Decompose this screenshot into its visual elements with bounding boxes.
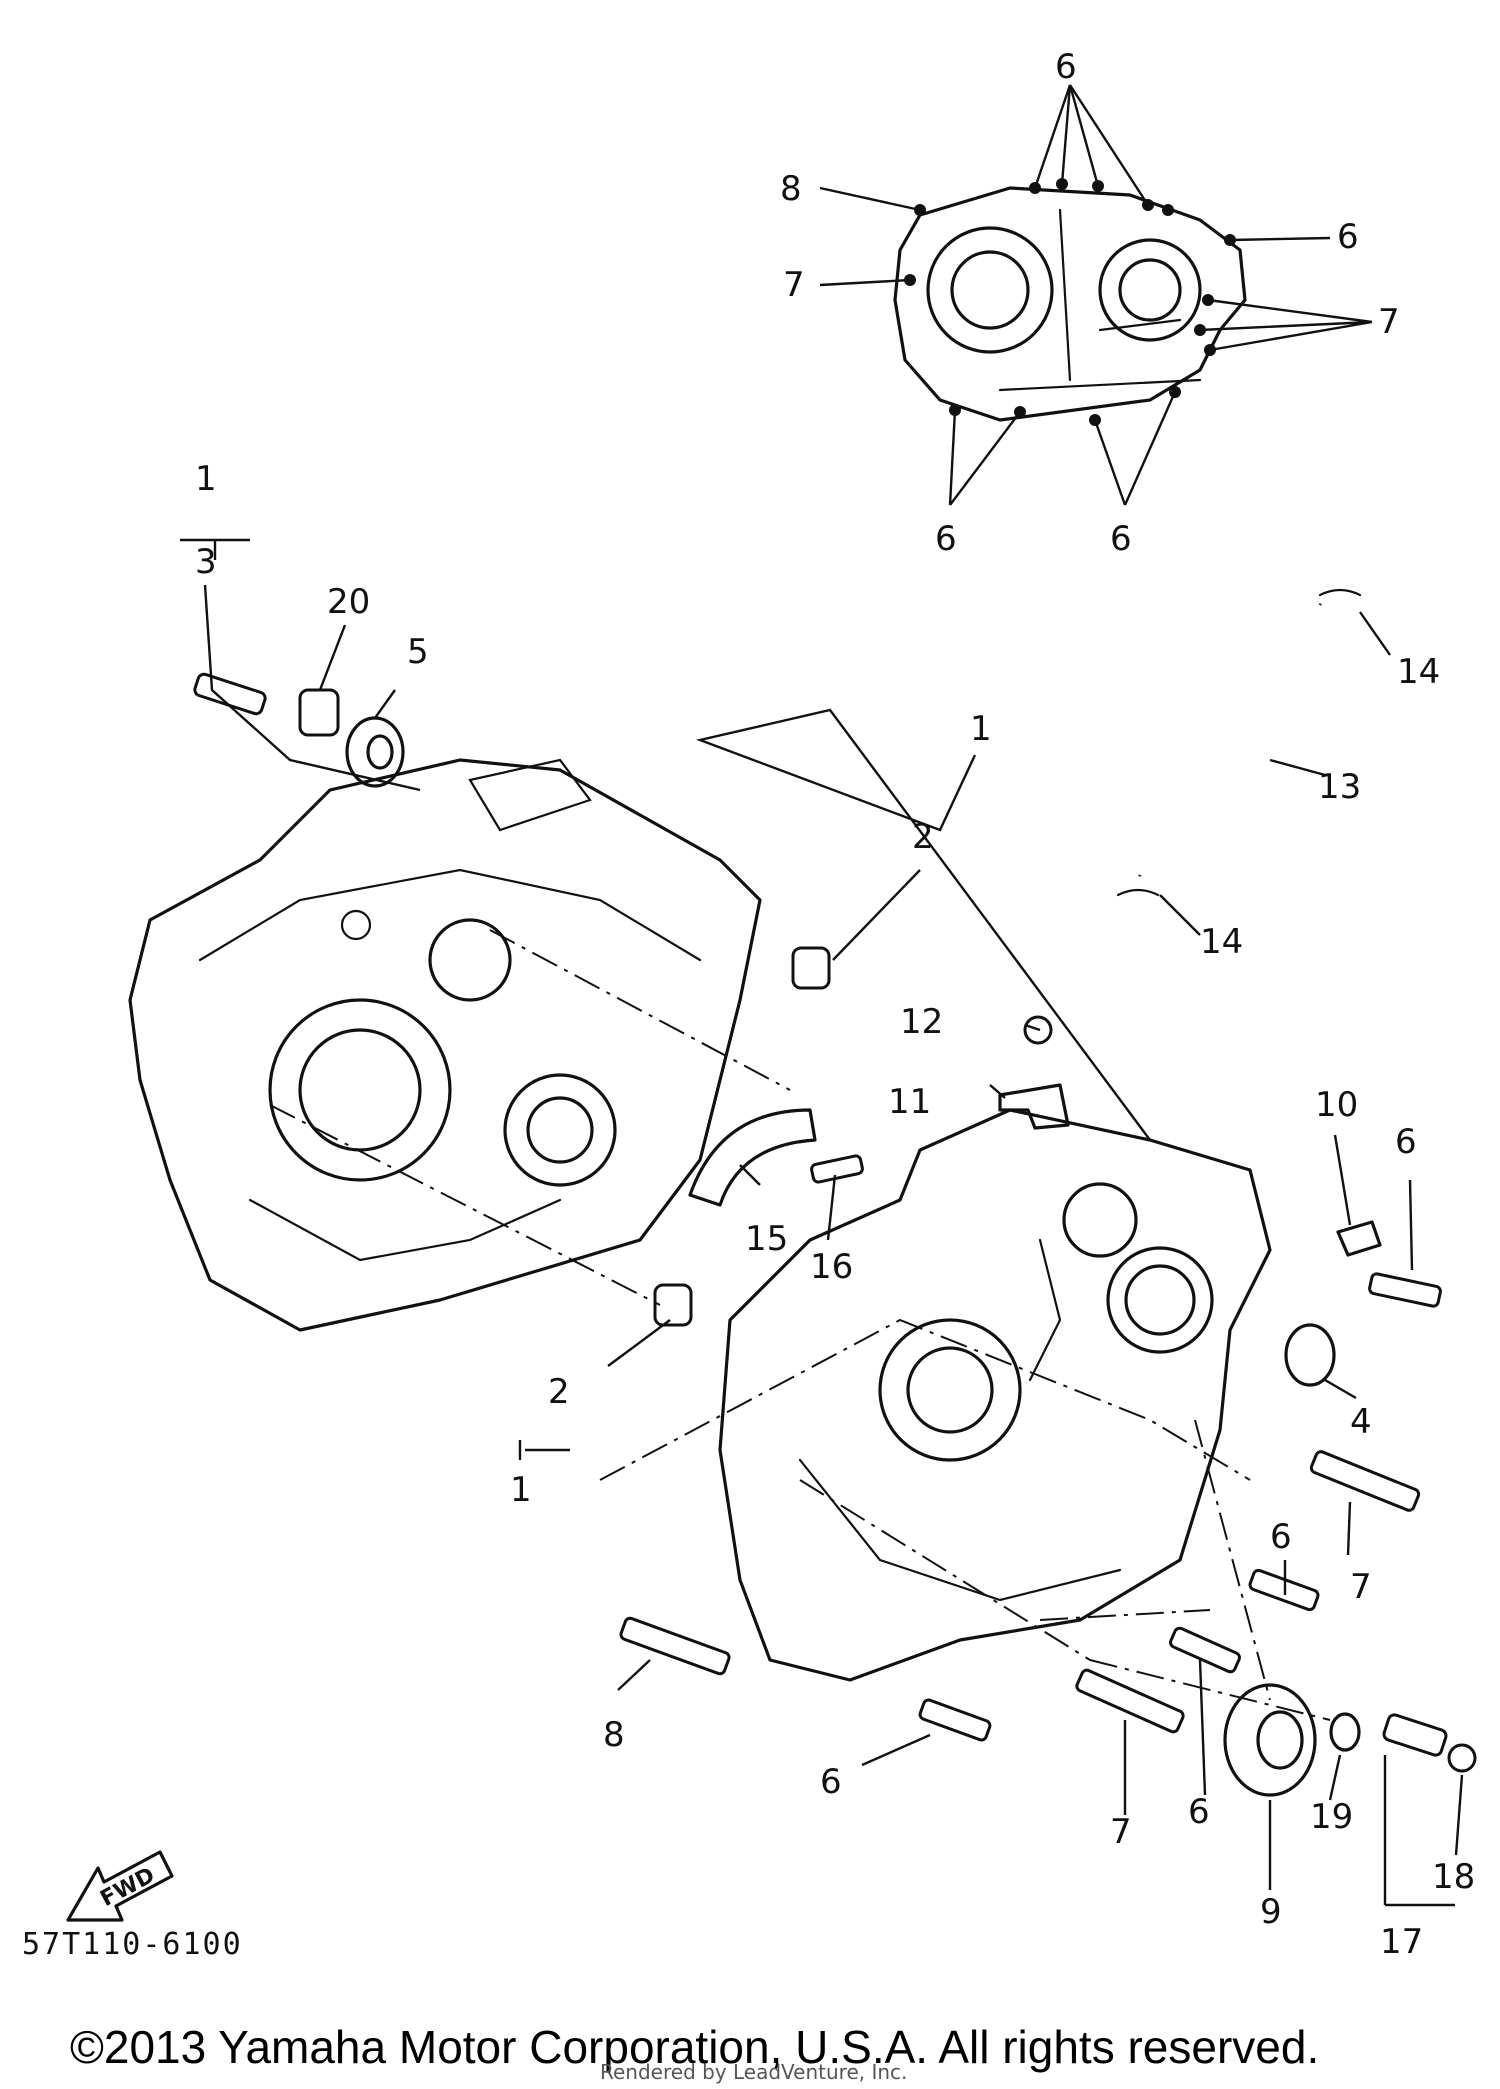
callout-1-assembly: 1 bbox=[195, 459, 217, 499]
callout-7-inset-right: 7 bbox=[1378, 302, 1400, 342]
left-crankcase bbox=[128, 758, 762, 1332]
callout-2-lower: 2 bbox=[548, 1372, 570, 1412]
fwd-arrow-icon bbox=[66, 1850, 174, 1922]
stud-3 bbox=[193, 672, 267, 716]
callout-3: 3 bbox=[195, 542, 217, 582]
diagram-part-code: 57T110-6100 bbox=[22, 1927, 243, 1962]
callout-7-right: 7 bbox=[1350, 1567, 1372, 1607]
callout-6-inset-bottom-right: 6 bbox=[1110, 519, 1132, 559]
callout-7-inset-left: 7 bbox=[783, 265, 805, 305]
callout-6-inset-right: 6 bbox=[1337, 217, 1359, 257]
callout-20: 20 bbox=[327, 582, 371, 622]
callout-6-mid: 6 bbox=[1270, 1517, 1292, 1557]
callout-18: 18 bbox=[1432, 1857, 1476, 1897]
callout-19: 19 bbox=[1310, 1797, 1354, 1837]
callout-7-lower: 7 bbox=[1110, 1812, 1132, 1852]
callout-13: 13 bbox=[1318, 767, 1362, 807]
callout-6-right: 6 bbox=[1395, 1122, 1417, 1162]
bolt-8 bbox=[619, 1616, 731, 1676]
callout-14-lower: 14 bbox=[1200, 922, 1244, 962]
dowel-pin-2-upper bbox=[791, 946, 831, 990]
callout-11: 11 bbox=[888, 1082, 932, 1122]
bolt-6-lower bbox=[918, 1698, 992, 1742]
callout-8-inset: 8 bbox=[780, 169, 802, 209]
clamp-10 bbox=[1336, 1220, 1382, 1257]
copyright-notice: ©2013 Yamaha Motor Corporation, U.S.A. A… bbox=[70, 2021, 1320, 2073]
bolt-6-lower-right bbox=[1169, 1626, 1241, 1674]
bolt-6-right bbox=[1368, 1272, 1442, 1308]
callout-8: 8 bbox=[603, 1715, 625, 1755]
right-crankcase bbox=[718, 1108, 1272, 1682]
callout-1-crankcase: 1 bbox=[970, 709, 992, 749]
callout-6-inset-bottom-left: 6 bbox=[935, 519, 957, 559]
screw-16 bbox=[810, 1154, 864, 1184]
bracket-11 bbox=[998, 1083, 1070, 1130]
oil-seal-9 bbox=[1223, 1683, 1317, 1797]
callout-16: 16 bbox=[810, 1247, 854, 1287]
callout-6-lower: 6 bbox=[820, 1762, 842, 1802]
callout-6-inset-top: 6 bbox=[1055, 47, 1077, 87]
hose-clip-14-upper bbox=[1318, 588, 1362, 597]
callout-4: 4 bbox=[1350, 1402, 1372, 1442]
bolt-7-right bbox=[1309, 1450, 1421, 1512]
drain-bolt-17 bbox=[1382, 1713, 1448, 1757]
callout-17: 17 bbox=[1380, 1922, 1424, 1962]
callout-6-lower-right: 6 bbox=[1188, 1792, 1210, 1832]
bolt-layout-inset bbox=[819, 84, 1373, 506]
callout-9: 9 bbox=[1260, 1892, 1282, 1932]
hose-clip-14-lower bbox=[1116, 888, 1160, 897]
callout-5: 5 bbox=[407, 632, 429, 672]
callout-10: 10 bbox=[1315, 1085, 1359, 1125]
render-credit: Rendered by LeadVenture, Inc. bbox=[600, 2060, 908, 2084]
plate-15 bbox=[688, 1108, 817, 1207]
callout-2-upper: 2 bbox=[912, 817, 934, 857]
callout-15: 15 bbox=[745, 1219, 789, 1259]
callout-14-upper: 14 bbox=[1397, 652, 1441, 692]
dowel-pin-2-lower bbox=[653, 1283, 693, 1327]
oil-seal-4 bbox=[1284, 1323, 1336, 1387]
bolt-7-lower bbox=[1075, 1668, 1185, 1734]
gasket-18 bbox=[1447, 1743, 1477, 1773]
plug-20 bbox=[298, 688, 340, 737]
callout-1-lower: 1 bbox=[510, 1470, 532, 1510]
washer-19 bbox=[1329, 1712, 1361, 1752]
callout-12: 12 bbox=[900, 1002, 944, 1042]
